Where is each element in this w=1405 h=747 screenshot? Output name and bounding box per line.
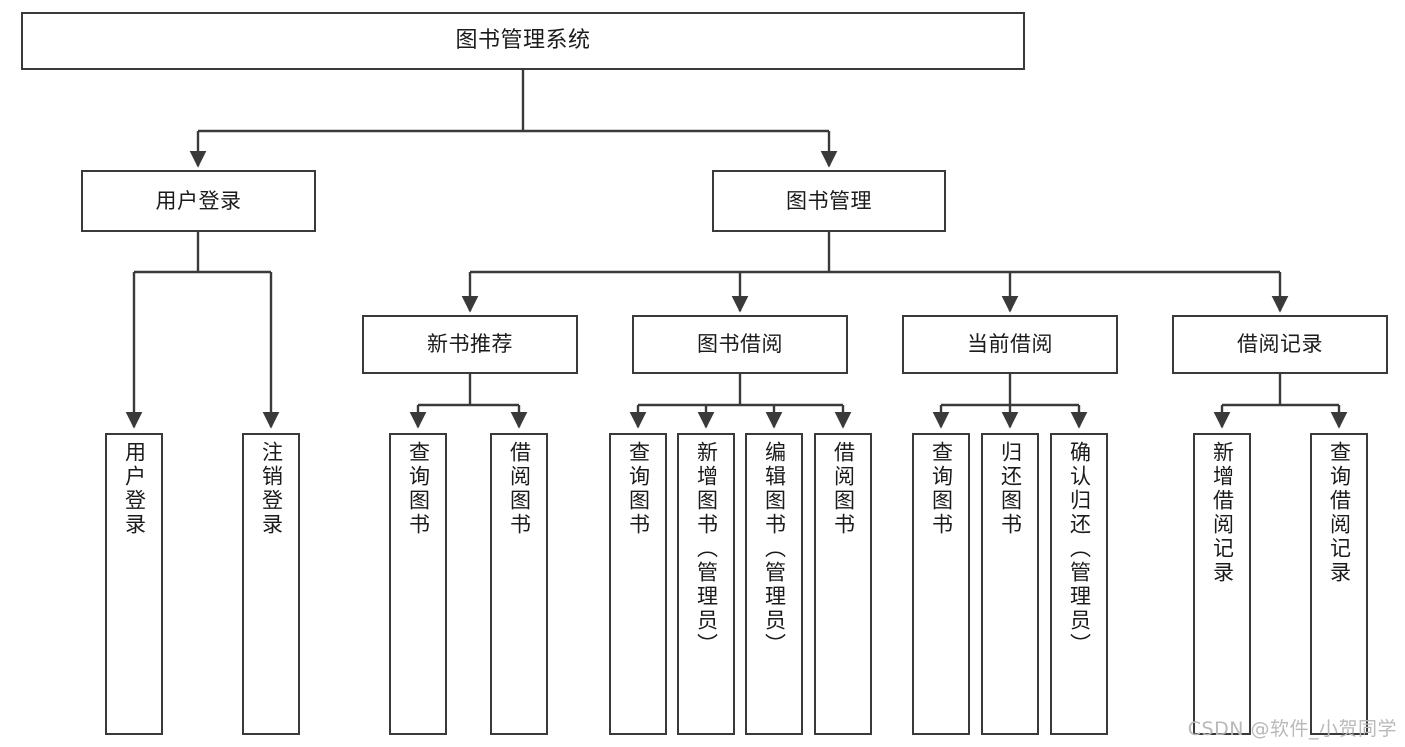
- leaf-edit-book[interactable]: 编辑图书（管理员）: [745, 433, 803, 735]
- node-label: 用户登录: [155, 188, 242, 213]
- leaf-logout-login[interactable]: 注销登录: [242, 433, 300, 735]
- node-label: 查询图书: [929, 441, 954, 537]
- leaf-query-book-borrow[interactable]: 查询图书: [609, 433, 667, 735]
- node-label: 查询图书: [626, 441, 651, 537]
- node-label: 归还图书: [998, 441, 1023, 537]
- node-label: 借阅记录: [1237, 332, 1323, 357]
- node-label: 新增图书（管理员）: [694, 441, 719, 657]
- leaf-user-login[interactable]: 用户登录: [105, 433, 163, 735]
- node-user-login[interactable]: 用户登录: [81, 170, 316, 232]
- leaf-borrow-book-recommend[interactable]: 借阅图书: [490, 433, 548, 735]
- node-label: 用户登录: [122, 441, 147, 537]
- node-label: 图书管理: [786, 188, 872, 213]
- node-book-borrow[interactable]: 图书借阅: [632, 315, 848, 374]
- leaf-add-borrow-record[interactable]: 新增借阅记录: [1193, 433, 1251, 735]
- node-label: 图书管理系统: [455, 28, 591, 54]
- node-root-system[interactable]: 图书管理系统: [21, 12, 1025, 70]
- leaf-add-book[interactable]: 新增图书（管理员）: [677, 433, 735, 735]
- node-new-book-recommend[interactable]: 新书推荐: [362, 315, 578, 374]
- node-borrow-record[interactable]: 借阅记录: [1172, 315, 1388, 374]
- node-label: 借阅图书: [507, 441, 532, 537]
- leaf-query-book-recommend[interactable]: 查询图书: [389, 433, 447, 735]
- node-label: 新增借阅记录: [1210, 441, 1235, 585]
- node-label: 确认归还（管理员）: [1067, 441, 1092, 657]
- node-label: 查询图书: [406, 441, 431, 537]
- node-label: 当前借阅: [967, 332, 1053, 357]
- node-label: 借阅图书: [831, 441, 856, 537]
- node-label: 查询借阅记录: [1327, 441, 1352, 585]
- node-label: 图书借阅: [697, 332, 783, 357]
- node-label: 编辑图书（管理员）: [762, 441, 787, 657]
- leaf-borrow-book[interactable]: 借阅图书: [814, 433, 872, 735]
- leaf-return-book[interactable]: 归还图书: [981, 433, 1039, 735]
- leaf-query-book-current[interactable]: 查询图书: [912, 433, 970, 735]
- leaf-query-borrow-record[interactable]: 查询借阅记录: [1310, 433, 1368, 735]
- node-label: 新书推荐: [427, 332, 513, 357]
- node-book-management[interactable]: 图书管理: [712, 170, 946, 232]
- csdn-watermark: CSDN @软件_小贺同学: [1187, 718, 1397, 740]
- node-current-borrow[interactable]: 当前借阅: [902, 315, 1118, 374]
- node-label: 注销登录: [259, 441, 284, 537]
- leaf-confirm-return[interactable]: 确认归还（管理员）: [1050, 433, 1108, 735]
